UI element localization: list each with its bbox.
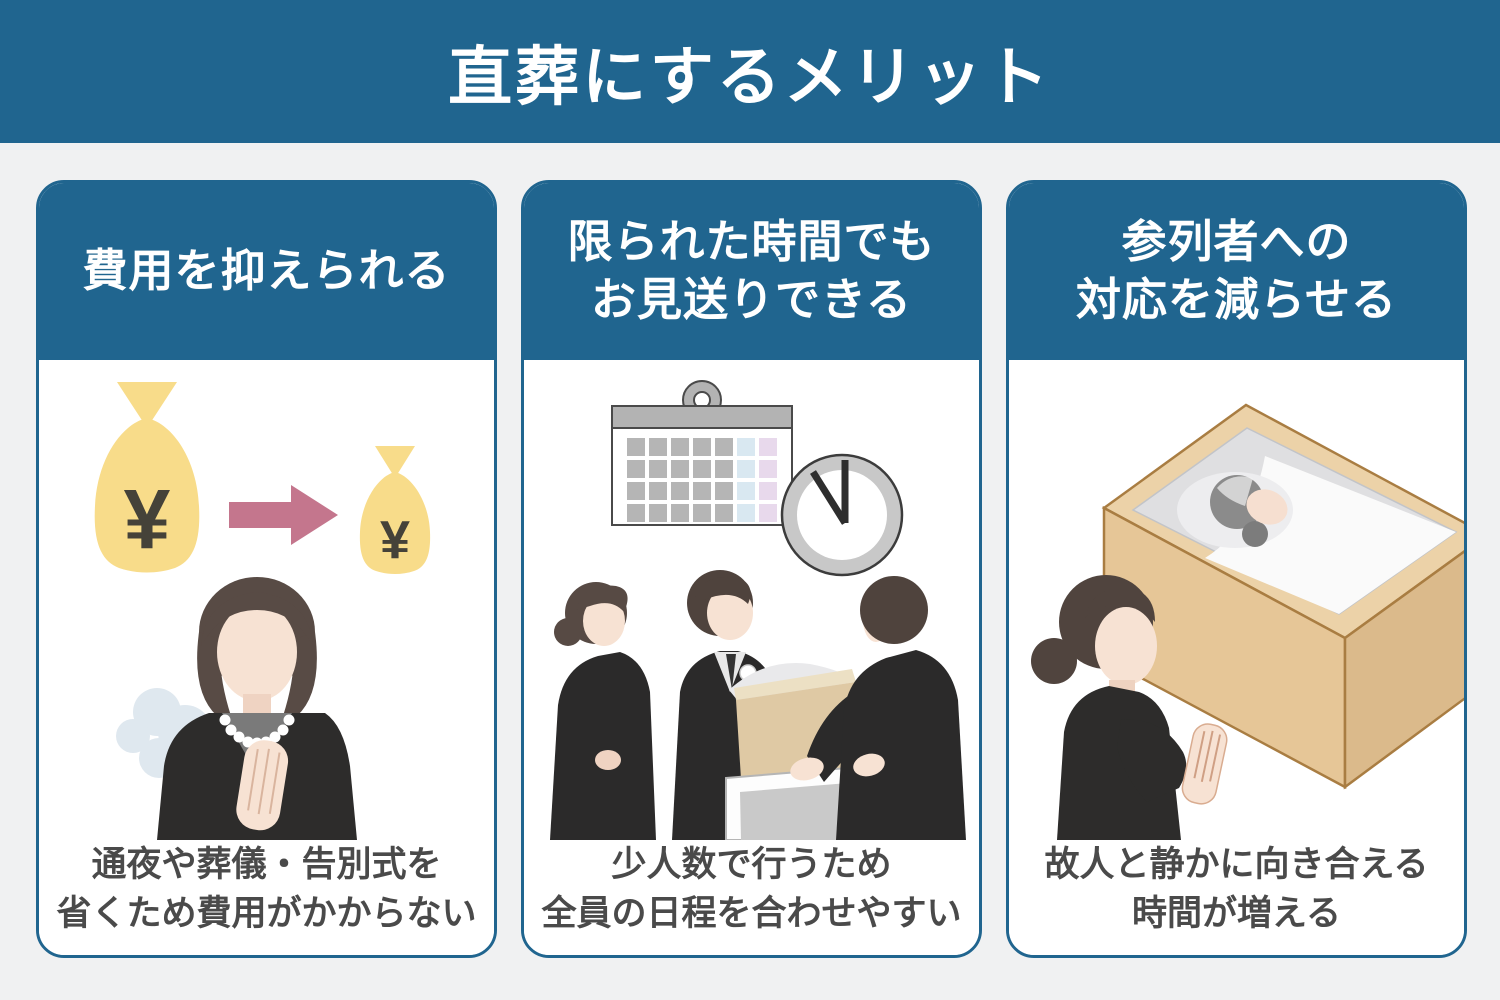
coffin-carry-illustration (550, 570, 966, 840)
arrow-right-icon (229, 485, 338, 545)
coffin-with-deceased-illustration (1101, 403, 1464, 790)
calendar-icon (611, 380, 793, 526)
merit-card-attendees: 参列者への 対応を減らせる (1006, 180, 1467, 958)
calendar-grid (627, 438, 777, 522)
yen-symbol-large: ¥ (124, 472, 171, 566)
page-title: 直葬にするメリット (448, 40, 1052, 113)
money-bag-large-icon: ¥ (94, 382, 200, 573)
card-title: 参列者への (1121, 215, 1352, 267)
cost-reduction-illustration: ¥ ¥ (94, 382, 431, 840)
card-title: 対応を減らせる (1075, 274, 1398, 325)
pearl-necklace (219, 714, 295, 749)
money-bag-small-icon: ¥ (359, 446, 431, 574)
hand-on-chest (236, 740, 289, 831)
card-caption-attendees: 故人と静かに向き合える 時間が増える (1044, 844, 1429, 934)
card-header-attendees: 参列者への 対応を減らせる (1009, 183, 1464, 360)
fewer-attendees-illustration (1031, 403, 1464, 840)
card-title: 費用を抑えられる (82, 244, 451, 296)
praying-hands (1181, 723, 1228, 805)
card-title: 限られた時間でも (567, 215, 936, 267)
merit-card-cost: 費用を抑えられる ¥ ¥ (36, 180, 497, 958)
card-caption-cost: 通夜や葬儀・告別式を 省くため費用がかからない (56, 844, 477, 934)
praying-woman-illustration (1031, 575, 1228, 840)
page-banner: 直葬にするメリット (0, 0, 1500, 143)
merit-cards-row: 費用を抑えられる ¥ ¥ (36, 180, 1467, 958)
limited-time-illustration (550, 380, 966, 840)
yen-symbol-small: ¥ (380, 510, 410, 570)
card-caption-time: 少人数で行うため 全員の日程を合わせやすい (541, 844, 962, 934)
card-title: お見送りできる (590, 274, 913, 325)
card-body-cost: ¥ ¥ (39, 360, 494, 955)
card-header-cost: 費用を抑えられる (39, 183, 494, 360)
card-header-time: 限られた時間でも お見送りできる (524, 183, 979, 360)
card-body-time: 少人数で行うため 全員の日程を合わせやすい (524, 360, 979, 955)
merit-card-time: 限られた時間でも お見送りできる (521, 180, 982, 958)
mourning-woman-illustration (157, 577, 357, 840)
clock-icon (780, 453, 904, 577)
card-body-attendees: 故人と静かに向き合える 時間が増える (1009, 360, 1464, 955)
